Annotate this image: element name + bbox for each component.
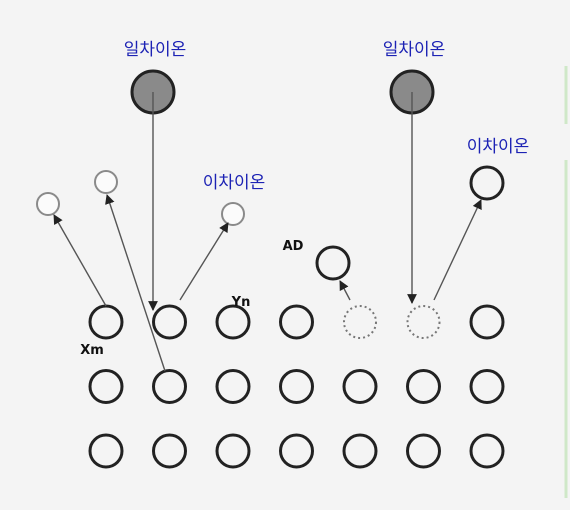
- lattice-atom: [279, 369, 314, 404]
- sputter-track-2: [105, 194, 166, 372]
- primary-ion-left-label: 일차이온: [124, 40, 187, 60]
- lattice-atom: [152, 433, 187, 469]
- lattice-atom: [215, 433, 251, 469]
- lattice-atom: [215, 304, 251, 340]
- adatom-track: [339, 280, 351, 301]
- lattice-atom: [469, 433, 505, 469]
- sputtered-atom-2: [94, 170, 118, 194]
- sputter-track-1: [53, 214, 107, 307]
- adatom-label: AD: [283, 239, 304, 254]
- secondary-ion-left-label: 이차이온: [203, 173, 266, 193]
- secondary-ion-left-track: [179, 222, 229, 301]
- lattice-atom: [152, 369, 187, 404]
- secondary-ion-right-track: [433, 199, 482, 301]
- lattice-atom: [279, 433, 314, 469]
- lattice-atom: [406, 369, 441, 404]
- lattice-atom: [469, 369, 505, 404]
- secondary-ion-left: [221, 202, 245, 226]
- primary-ion-right-label: 일차이온: [383, 40, 446, 60]
- lattice-atom: [88, 369, 124, 404]
- yn-label: Yn: [231, 295, 251, 310]
- lattice-atom: [406, 433, 441, 469]
- lattice-atom: [215, 369, 251, 404]
- lattice-atom: [279, 304, 314, 340]
- lattice-atom: [342, 433, 378, 469]
- lattice-atom: [88, 304, 124, 340]
- xm-label: Xm: [80, 343, 104, 358]
- adatom: [315, 245, 351, 281]
- secondary-ion-right-label: 이차이온: [467, 137, 530, 157]
- lattice-atom: [152, 304, 187, 340]
- lattice-atom: [469, 304, 505, 340]
- atom-lattice: [88, 304, 505, 469]
- lattice-atom: [342, 369, 378, 404]
- secondary-ion-right: [469, 165, 505, 201]
- lattice-atom: [88, 433, 124, 469]
- vacancy-site: [343, 305, 377, 339]
- sputtered-atom-1: [36, 192, 60, 216]
- vacancy-site: [406, 305, 441, 339]
